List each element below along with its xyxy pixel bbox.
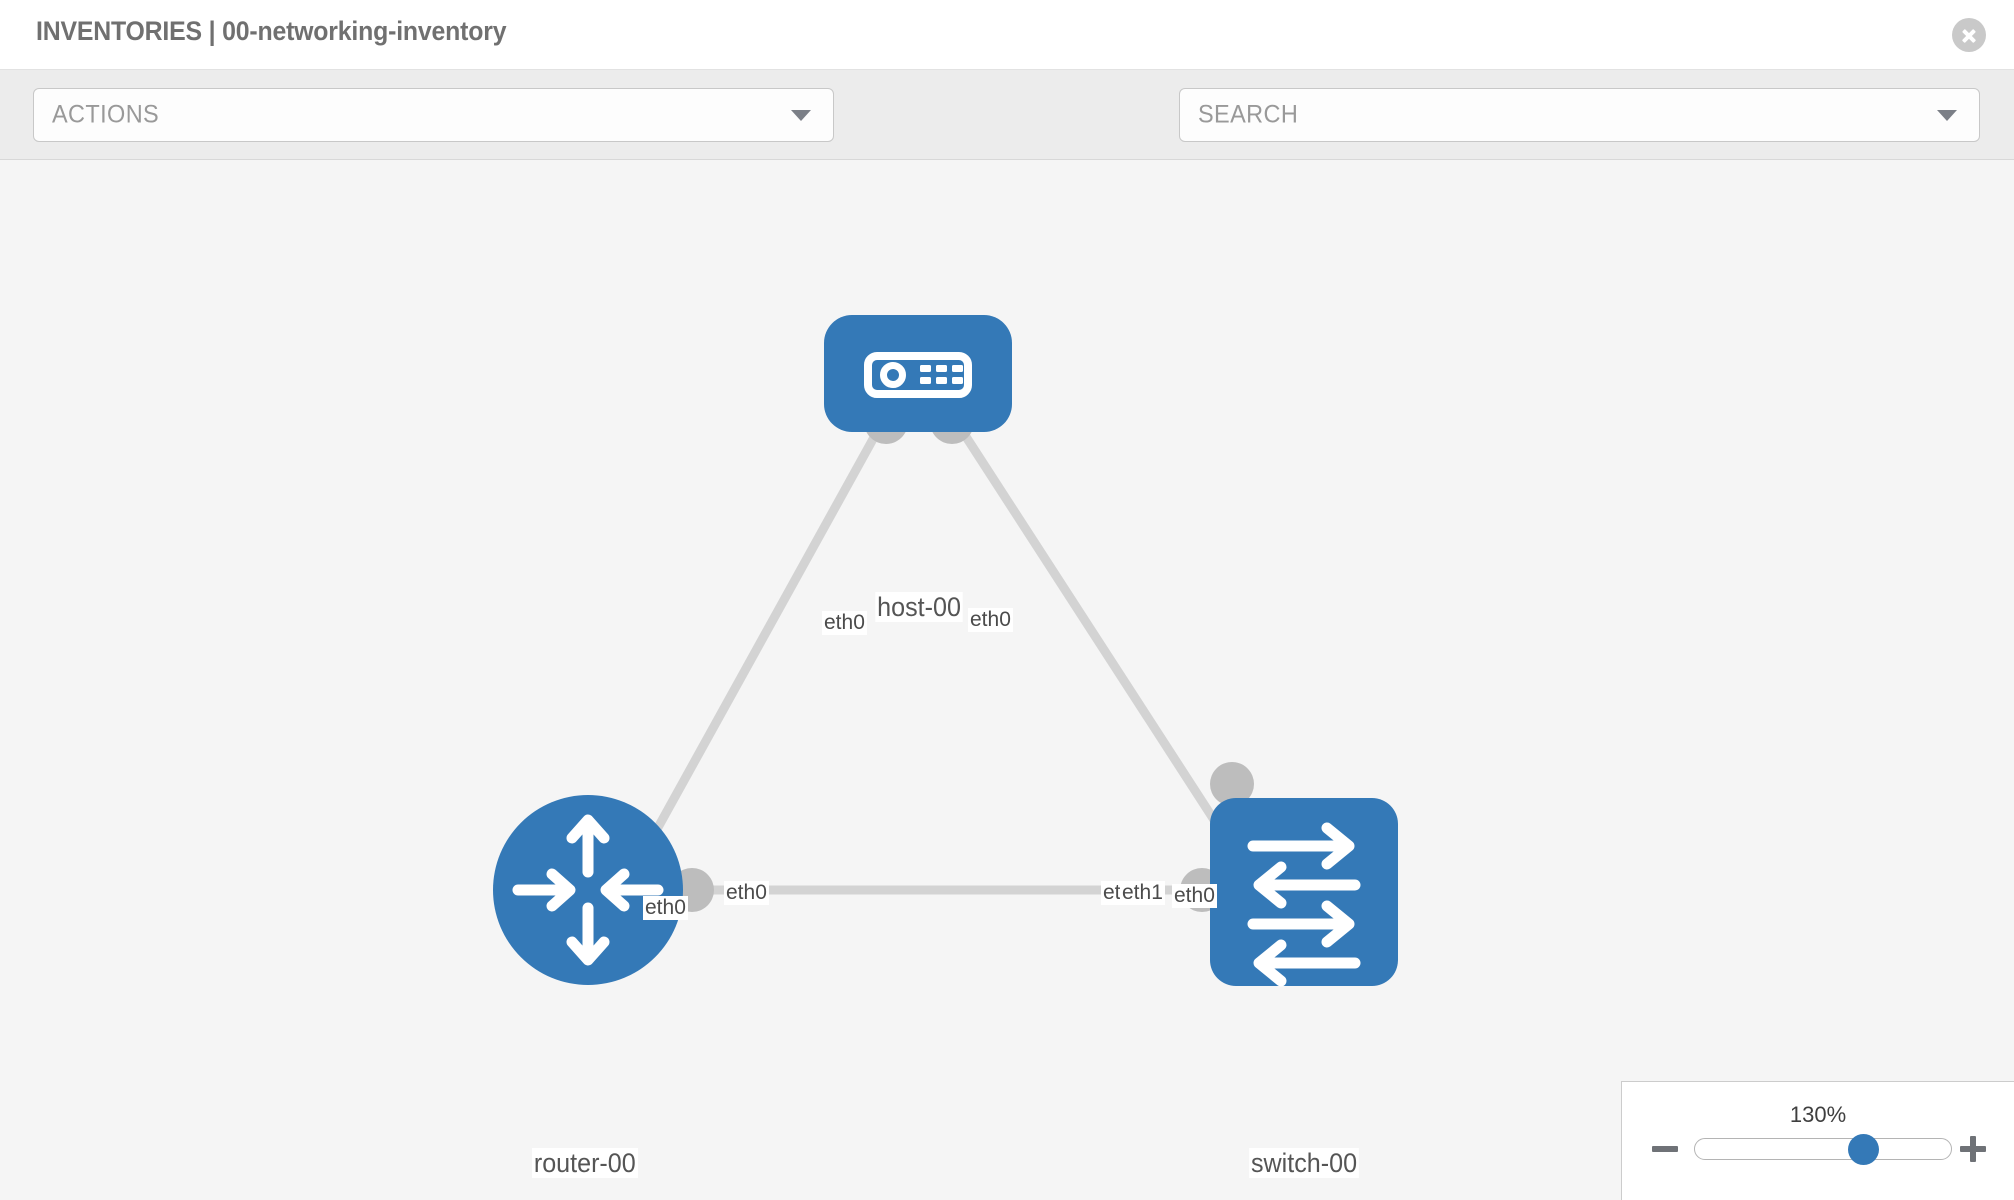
node-label-router-00: router-00 <box>531 1148 638 1179</box>
zoom-slider-track[interactable] <box>1694 1138 1952 1160</box>
switch-arrows-icon <box>1247 822 1361 987</box>
chevron-down-icon <box>791 110 811 121</box>
node-host-00[interactable] <box>824 315 1012 432</box>
search-dropdown[interactable]: SEARCH <box>1179 88 1980 142</box>
toolbar: ACTIONS SEARCH <box>0 70 2014 193</box>
server-appliance-icon <box>864 352 972 398</box>
zoom-slider-thumb[interactable] <box>1848 1134 1879 1165</box>
router-arrows-icon <box>512 814 664 966</box>
node-router-00[interactable] <box>493 795 683 985</box>
node-label-switch-00: switch-00 <box>1249 1148 1359 1179</box>
actions-dropdown-label: ACTIONS <box>52 100 160 129</box>
port-marker <box>1210 762 1254 806</box>
page-header: INVENTORIES | 00-networking-inventory <box>0 0 2014 70</box>
port-label-switch-to-host: eth0 <box>1172 884 1217 909</box>
chevron-down-icon <box>1937 110 1957 121</box>
actions-dropdown[interactable]: ACTIONS <box>33 88 834 142</box>
zoom-percent-label: 130% <box>1789 1102 1847 1127</box>
zoom-control-panel: 130% <box>1621 1081 2014 1200</box>
port-label-router-to-host: eth0 <box>643 896 688 921</box>
topology-links <box>636 409 1244 895</box>
close-icon[interactable] <box>1952 18 1986 52</box>
node-label-host-00: host-00 <box>875 592 963 623</box>
search-input-placeholder[interactable]: SEARCH <box>1198 100 1299 129</box>
port-label-host-right: eth0 <box>968 608 1013 633</box>
port-label-router-to-switch: eth0 <box>724 881 769 906</box>
link-host-router <box>636 409 892 863</box>
topology-canvas[interactable]: host-00 router-00 switch-00 eth0 eth0 et… <box>0 160 2014 1200</box>
port-label-switch-to-router: eth1 <box>1120 881 1165 906</box>
plus-icon[interactable] <box>1958 1134 1988 1164</box>
port-label-host-left: eth0 <box>822 611 867 636</box>
link-host-switch <box>946 409 1244 863</box>
page-title: INVENTORIES | 00-networking-inventory <box>36 16 507 46</box>
minus-icon[interactable] <box>1650 1134 1680 1164</box>
node-switch-00[interactable] <box>1210 798 1398 987</box>
topology-graph <box>493 315 1398 987</box>
